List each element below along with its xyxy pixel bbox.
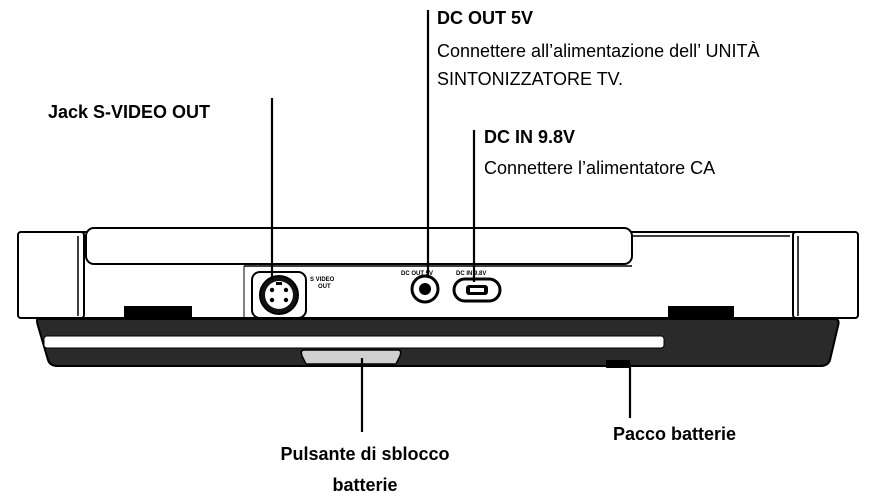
svideo-title: Jack S-VIDEO OUT	[48, 102, 211, 122]
battery-pack	[36, 318, 840, 368]
left-foot	[124, 306, 192, 320]
dcin-device-label: DC IN 9.8V	[456, 271, 486, 277]
release-label-line1: Pulsante di sblocco	[280, 444, 450, 464]
dc-in-jack	[452, 277, 502, 303]
release-button	[300, 349, 402, 365]
svideo-jack	[251, 271, 307, 319]
right-hinge	[792, 231, 859, 319]
dcout-device-label: DC OUT 5V	[401, 271, 433, 277]
dc-out-jack	[410, 274, 440, 304]
right-foot	[668, 306, 734, 320]
release-label-line2: batterie	[332, 475, 398, 495]
svideo-device-label: S VIDEO	[310, 277, 335, 283]
dcout-title: DC OUT 5V	[437, 8, 534, 28]
lid-panel	[85, 227, 633, 265]
battery-label: Pacco batterie	[613, 424, 737, 444]
left-hinge	[17, 231, 85, 319]
dcout-desc-line1: Connettere all’alimentazione dell’ UNITÀ	[437, 41, 760, 61]
dcin-title: DC IN 9.8V	[484, 127, 576, 147]
svideo-device-label-2: OUT	[318, 284, 331, 290]
dcout-desc-line2: SINTONIZZATORE TV.	[437, 69, 624, 89]
dcin-desc: Connettere l’alimentatore CA	[484, 158, 716, 178]
